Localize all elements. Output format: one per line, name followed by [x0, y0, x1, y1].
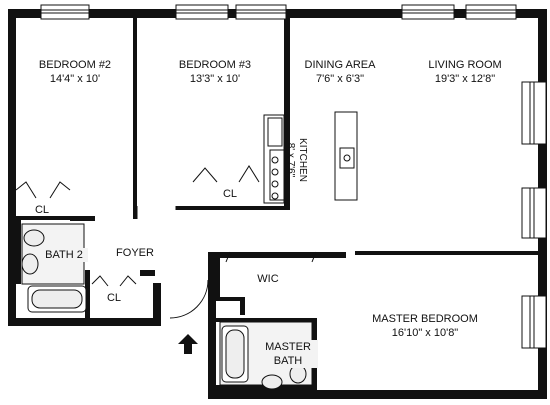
room-kitchen: KITCHEN 8' x 7'6" — [284, 123, 308, 197]
room-name-line1: MASTER — [265, 341, 311, 353]
room-dims: 7'6" x 6'3" — [315, 73, 365, 85]
closet-label-bedroom3: CL — [222, 188, 238, 200]
room-name: WIC — [257, 273, 279, 285]
room-name: BEDROOM #2 — [38, 59, 112, 71]
room-bath2: BATH 2 — [40, 248, 88, 262]
room-living: LIVING ROOM 19'3" x 12'8" — [420, 58, 510, 86]
room-dims: 13'3" x 10' — [189, 73, 241, 85]
room-bedroom2: BEDROOM #2 14'4" x 10' — [30, 58, 120, 86]
closet-label-foyer: CL — [106, 292, 122, 304]
kitchen-fixtures — [263, 111, 358, 204]
room-name: LIVING ROOM — [428, 59, 502, 71]
room-name: DINING AREA — [304, 59, 376, 71]
door-swings — [136, 206, 209, 319]
room-name: FOYER — [116, 247, 154, 259]
windows — [40, 4, 547, 349]
entry-arrow-icon — [178, 334, 198, 354]
room-dims: 14'4" x 10' — [49, 73, 101, 85]
room-wic: WIC — [248, 272, 288, 286]
room-name: BEDROOM #3 — [178, 59, 252, 71]
room-dims: 19'3" x 12'8" — [434, 73, 496, 85]
room-name: KITCHEN — [297, 138, 308, 182]
room-dining: DINING AREA 7'6" x 6'3" — [295, 58, 385, 86]
room-master-bedroom: MASTER BEDROOM 16'10" x 10'8" — [355, 312, 495, 340]
room-name: MASTER BEDROOM — [372, 313, 478, 325]
room-name-line2: BATH — [273, 355, 303, 367]
closet-doors — [15, 165, 317, 287]
room-foyer: FOYER — [105, 246, 165, 260]
closet-label-bedroom2: CL — [34, 204, 50, 216]
room-dims: 16'10" x 10'8" — [391, 327, 459, 339]
bath2-fixtures — [21, 223, 87, 313]
room-bedroom3: BEDROOM #3 13'3" x 10' — [165, 58, 265, 86]
room-dims: 8' x 7'6" — [285, 142, 296, 178]
room-master-bath: MASTER BATH — [258, 340, 318, 368]
room-name: BATH 2 — [45, 249, 83, 261]
